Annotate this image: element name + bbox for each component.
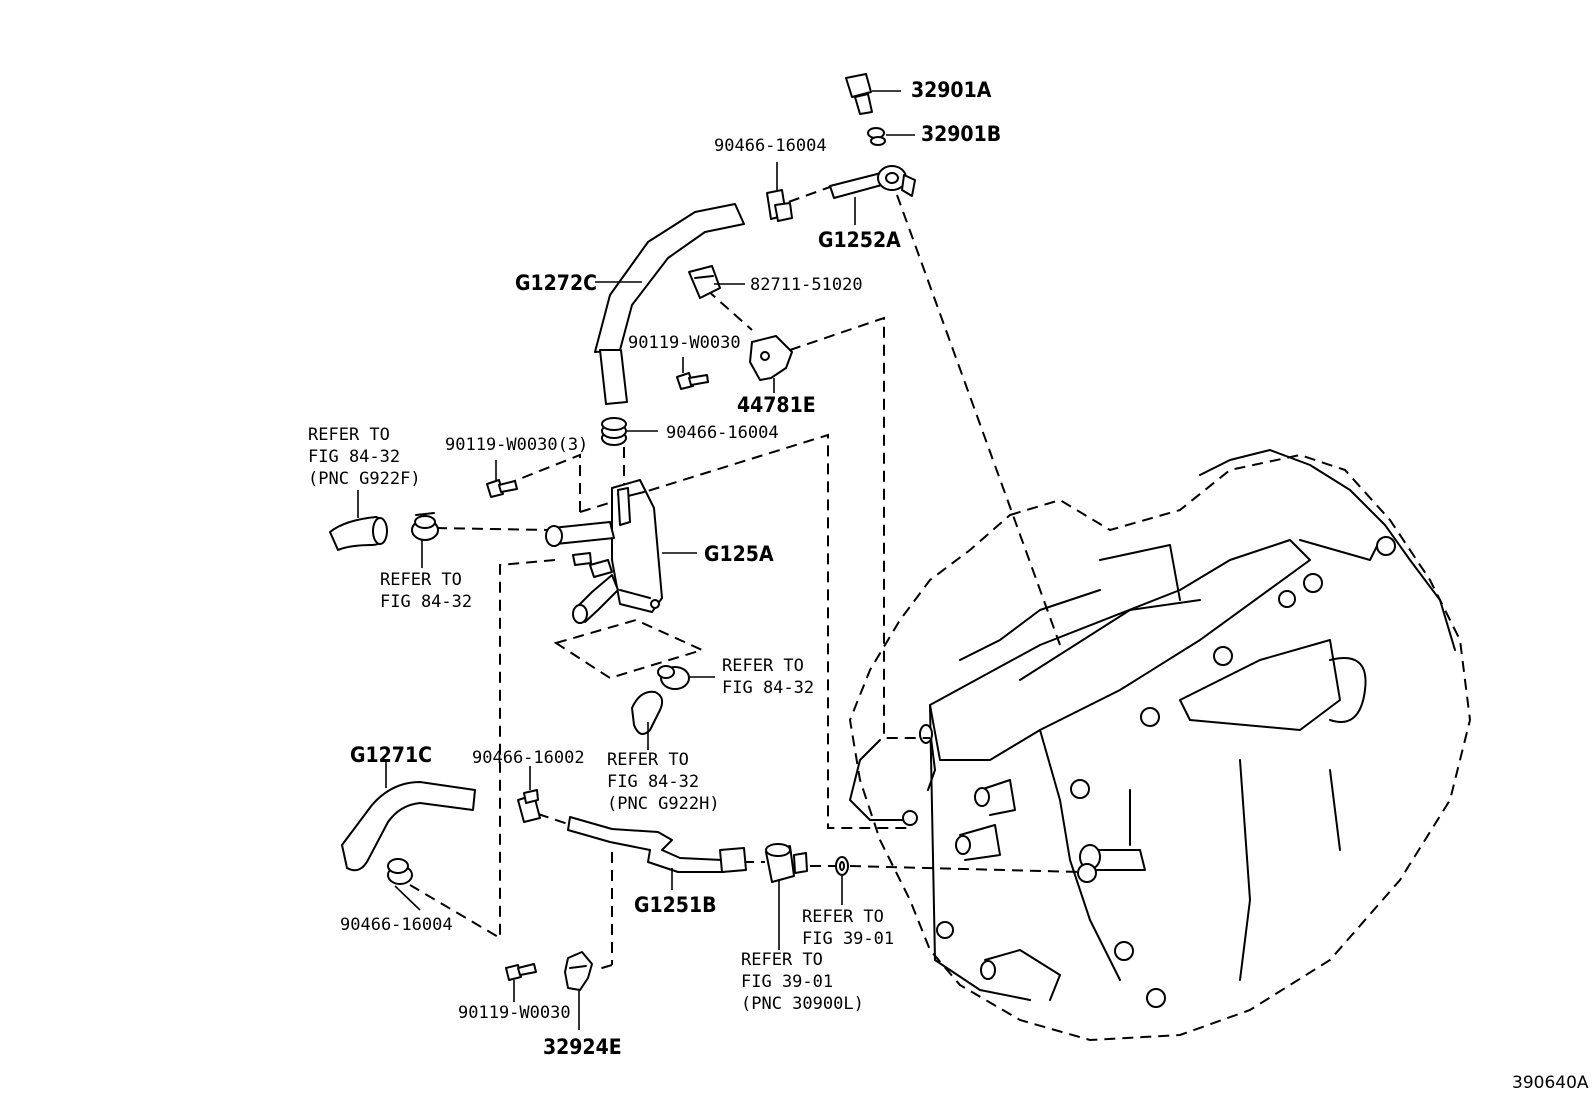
refer-lower-hose: REFER TO FIG 84-32 (PNC G922H) [607,750,720,814]
figure-id: 390640A [1512,1073,1589,1093]
clamp-left-mid[interactable] [517,766,541,823]
refer-gasket-right: REFER TO FIG 39-01 [802,907,894,949]
hose-G922F[interactable] [329,490,388,551]
refer-right-clamp: REFER TO FIG 84-32 [722,656,814,698]
callout-G1272C: G1272C [515,271,597,295]
callout-G1251B: G1251B [634,893,716,917]
callout-clamp-left-mid: 90466-16002 [472,748,585,768]
gasket-39-01[interactable] [835,856,849,905]
bolt-bracket[interactable] [676,357,709,390]
refer-left-clamp: REFER TO FIG 84-32 [380,570,472,612]
hose-G1272C[interactable] [594,203,745,405]
clamp-32924E[interactable] [564,951,593,1030]
oil-cooler-G125A[interactable] [545,479,697,624]
callout-bolt-bracket: 90119-W0030 [628,333,741,353]
callout-clamp-cooler-top: 90466-16004 [666,423,779,443]
hose-G922H[interactable] [631,690,664,750]
refer-plug: REFER TO FIG 39-01 (PNC 30900L) [741,950,864,1014]
callout-clamp-top: 90466-16004 [714,136,827,156]
bolts-cooler[interactable] [486,460,518,498]
callout-bolt-bottom: 90119-W0030 [458,1003,571,1023]
callout-labels: 32901A 32901B 90466-16004 G1252A G1272C … [308,78,1589,1093]
callout-32924E: 32924E [543,1035,622,1059]
callout-32901A: 32901A [911,78,992,102]
clip-82711-51020[interactable] [688,265,745,299]
callout-bolts-cooler: 90119-W0030(3) [445,435,588,455]
plug-30900L[interactable] [765,843,808,950]
union-G1252A[interactable] [829,165,916,225]
callout-G1271C: G1271C [350,743,432,767]
refer-left-hose: REFER TO FIG 84-32 (PNC G922F) [308,425,421,489]
transaxle-housing [848,449,1472,1042]
callout-82711-51020: 82711-51020 [750,275,863,295]
clamp-top[interactable] [766,162,793,222]
callout-clamp-bottom: 90466-16004 [340,915,453,935]
callout-G1252A: G1252A [818,228,901,252]
bolt-32901A[interactable] [845,73,901,115]
hose-G1271C[interactable] [341,760,476,872]
clamp-cooler-top[interactable] [601,417,658,446]
callout-32901B: 32901B [921,122,1001,146]
gasket-32901B[interactable] [867,127,915,146]
callout-44781E: 44781E [737,393,816,417]
clamp-left-refer[interactable] [411,512,439,568]
bracket-44781E[interactable] [749,335,793,393]
pipe-G1251B[interactable] [567,816,747,890]
bolt-bottom[interactable] [505,963,537,1002]
clamp-right-refer[interactable] [657,665,715,690]
callout-G125A: G125A [704,542,774,566]
clamp-bottom[interactable] [387,858,421,911]
